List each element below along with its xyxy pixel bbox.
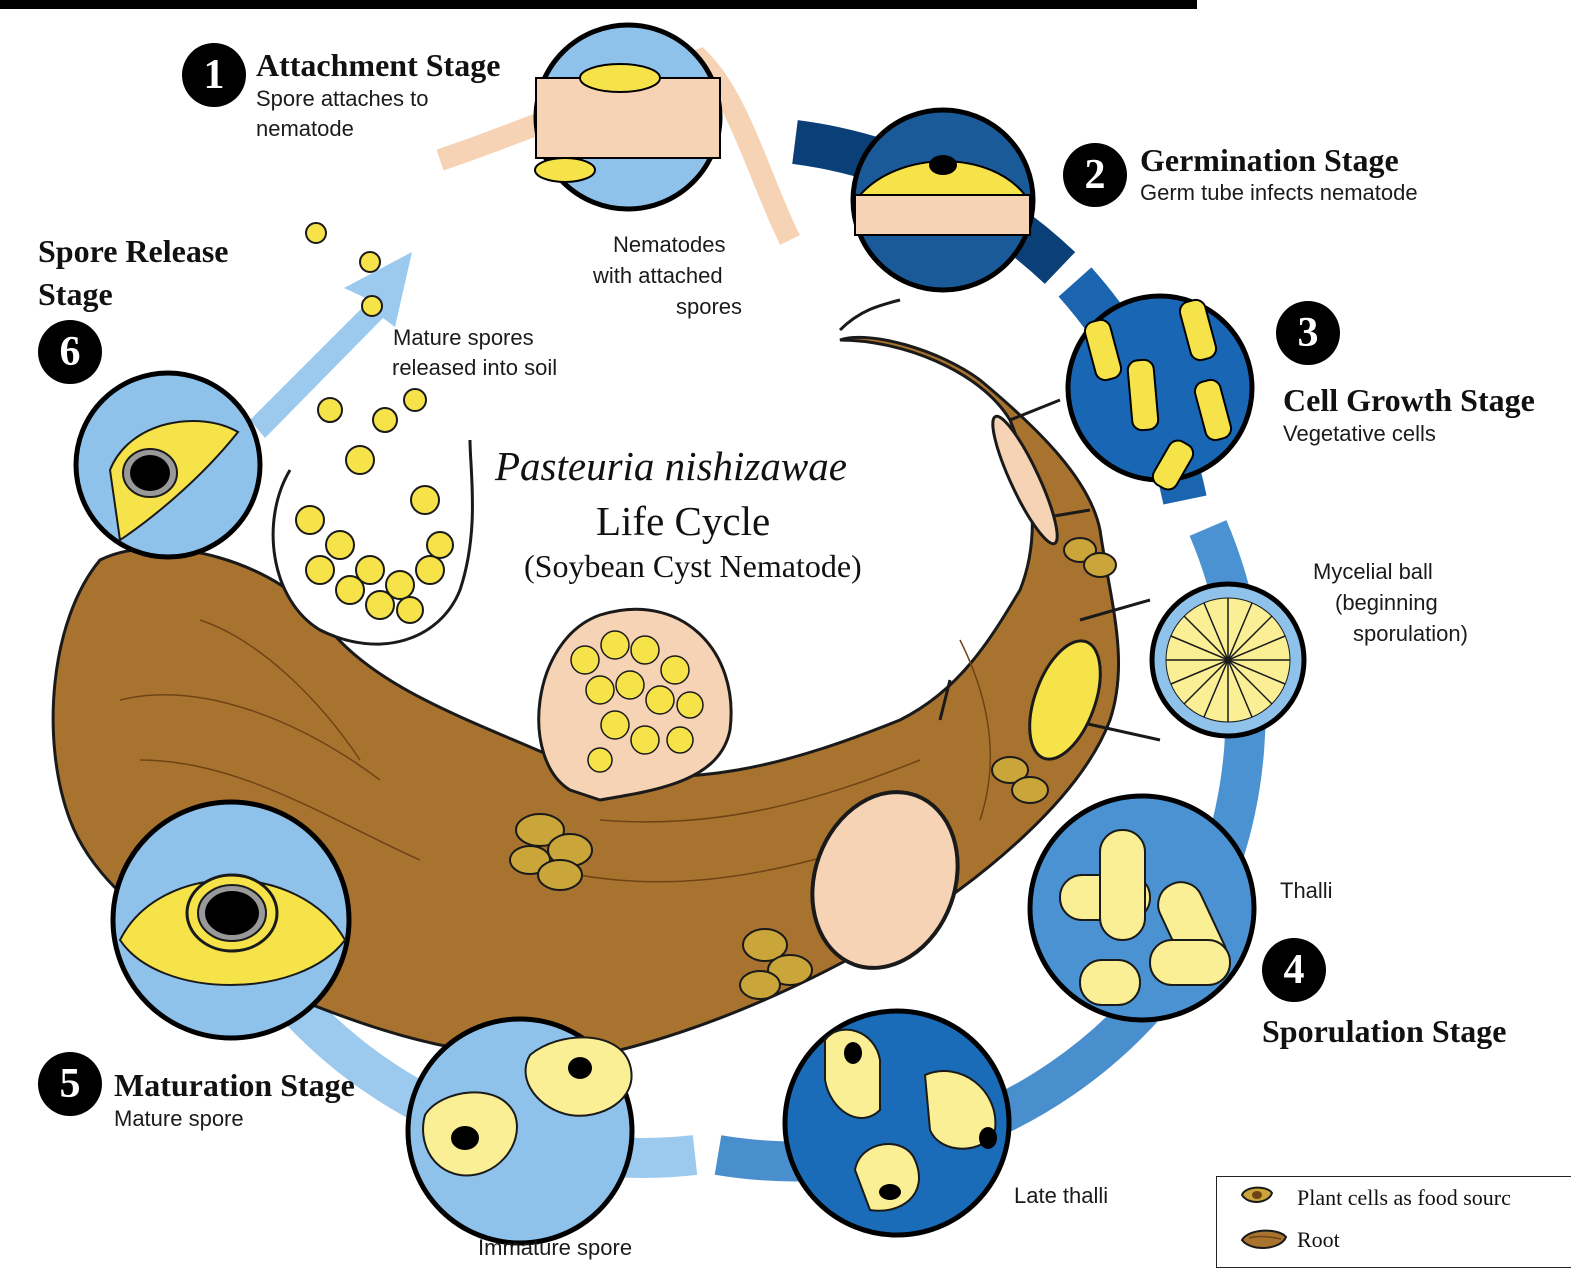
stage-subtitle-5: Mature spore bbox=[114, 1104, 244, 1134]
root-icon bbox=[1239, 1225, 1289, 1255]
stage-subtitle-1-line1: Spore attaches to bbox=[256, 84, 428, 114]
note-mature-spores-line1: Mature spores bbox=[393, 322, 534, 353]
diagram-title-line2: Life Cycle bbox=[596, 497, 770, 545]
diagram-title-species: Pasteuria nishizawae bbox=[495, 442, 847, 490]
note-mature-spores-line2: released into soil bbox=[392, 352, 557, 383]
stage-circle-immature bbox=[408, 1019, 632, 1243]
stage-title-1: Attachment Stage bbox=[256, 48, 500, 82]
stage-circle-6 bbox=[76, 373, 260, 557]
stage-subtitle-1-line2: nematode bbox=[256, 114, 354, 144]
legend-label-plant-cells: Plant cells as food sourc bbox=[1297, 1185, 1511, 1211]
stage-circle-late-thalli bbox=[785, 1011, 1009, 1235]
stage-subtitle-2: Germ tube infects nematode bbox=[1140, 178, 1418, 208]
note-mycelial-line2: (beginning bbox=[1335, 587, 1438, 618]
note-mycelial-line3: sporulation) bbox=[1353, 618, 1468, 649]
stage-title-5: Maturation Stage bbox=[114, 1068, 355, 1102]
stage-subtitle-3: Vegetative cells bbox=[1283, 419, 1436, 449]
note-thalli: Thalli bbox=[1280, 875, 1333, 906]
diagram-title-line3: (Soybean Cyst Nematode) bbox=[524, 548, 862, 585]
stage-number-5: 5 bbox=[38, 1052, 102, 1116]
stage-circle-mycelial bbox=[1152, 584, 1304, 736]
top-bar bbox=[0, 0, 1197, 9]
stage-circle-2 bbox=[853, 110, 1033, 290]
stage-number-4: 4 bbox=[1262, 938, 1326, 1002]
stage-title-6-line2: Stage bbox=[38, 277, 113, 311]
stage-number-3: 3 bbox=[1276, 301, 1340, 365]
note-mycelial-line1: Mycelial ball bbox=[1313, 556, 1433, 587]
note-nematodes-line1: Nematodes bbox=[613, 229, 726, 260]
stage-title-3: Cell Growth Stage bbox=[1283, 383, 1535, 417]
legend: Plant cells as food sourc Root bbox=[1216, 1176, 1571, 1268]
note-nematodes-line3: spores bbox=[676, 291, 742, 322]
stage-title-6-line1: Spore Release bbox=[38, 234, 228, 268]
note-nematodes-line2: with attached bbox=[593, 260, 723, 291]
plant-cell-icon bbox=[1239, 1183, 1275, 1209]
legend-label-root: Root bbox=[1297, 1227, 1340, 1253]
stage-circle-4 bbox=[1030, 796, 1254, 1020]
note-late-thalli: Late thalli bbox=[1014, 1180, 1108, 1211]
stage-circle-3 bbox=[1068, 296, 1252, 493]
stage-number-6: 6 bbox=[38, 320, 102, 384]
stage-number-2: 2 bbox=[1063, 143, 1127, 207]
note-immature-spore: Immature spore bbox=[478, 1232, 632, 1263]
stage-circle-5 bbox=[113, 802, 349, 1038]
stage-number-1: 1 bbox=[182, 43, 246, 107]
stage-title-4: Sporulation Stage bbox=[1262, 1014, 1506, 1048]
stage-title-2: Germination Stage bbox=[1140, 143, 1399, 177]
